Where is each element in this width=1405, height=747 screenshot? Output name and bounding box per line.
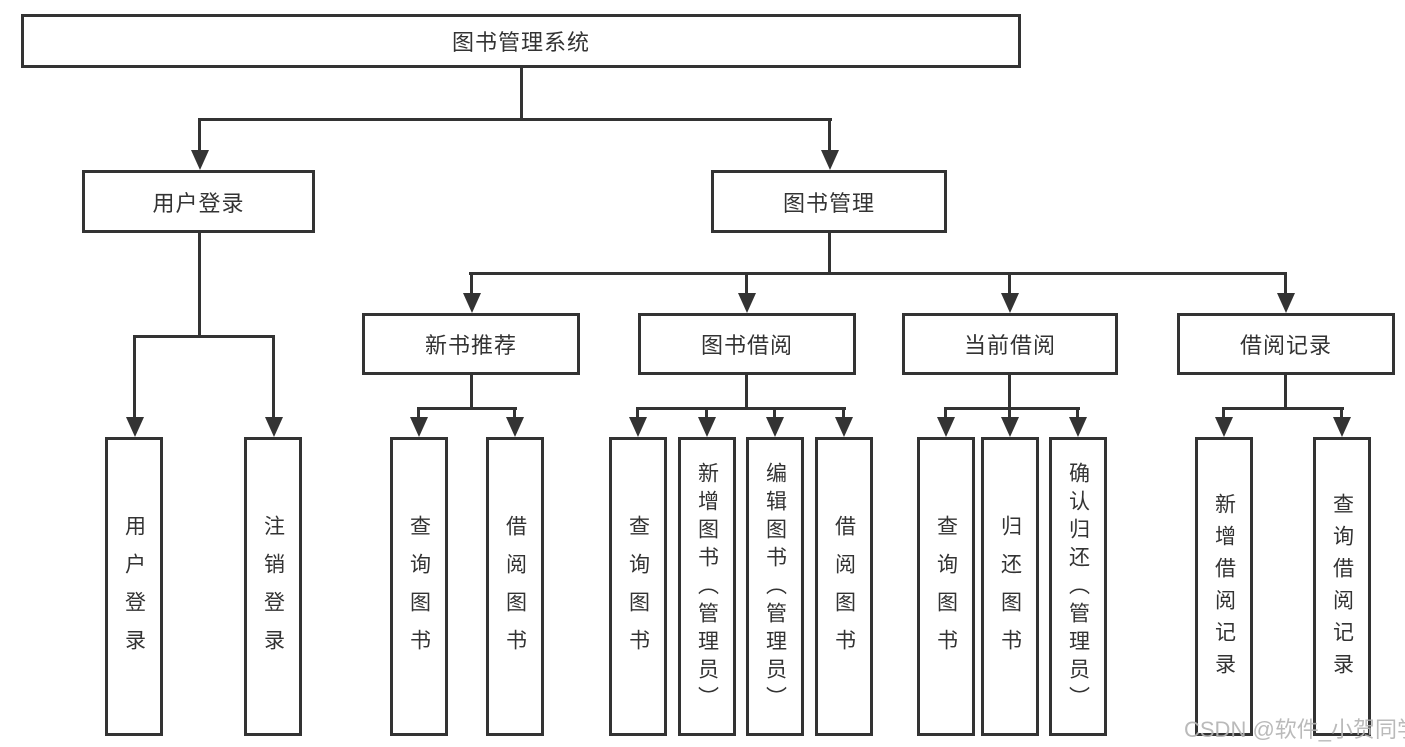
connector-line xyxy=(944,407,1080,410)
connector-line xyxy=(773,407,776,419)
connector-line xyxy=(745,272,748,295)
leaf-query-books: 查询图书 xyxy=(390,437,448,736)
leaf-user-login: 用户登录 xyxy=(105,437,163,736)
connector-line xyxy=(417,407,517,410)
node-library-management-system: 图书管理系统 xyxy=(21,14,1021,68)
arrow-down-icon xyxy=(835,417,853,437)
connector-line xyxy=(417,407,420,419)
connector-line xyxy=(705,407,708,419)
connector-line xyxy=(198,233,201,337)
connector-line xyxy=(513,407,516,419)
arrow-down-icon xyxy=(1001,417,1019,437)
connector-line xyxy=(1076,407,1079,419)
arrow-down-icon xyxy=(126,417,144,437)
connector-line xyxy=(469,272,1287,275)
connector-line xyxy=(272,335,275,419)
connector-line xyxy=(198,118,832,121)
arrow-down-icon xyxy=(698,417,716,437)
leaf-borrow-books: 借阅图书 xyxy=(486,437,544,736)
connector-line xyxy=(470,272,473,295)
arrow-down-icon xyxy=(410,417,428,437)
node-new-book-recommendation: 新书推荐 xyxy=(362,313,580,375)
arrow-down-icon xyxy=(738,293,756,313)
connector-line xyxy=(1340,407,1343,419)
arrow-down-icon xyxy=(1215,417,1233,437)
node-book-borrowing: 图书借阅 xyxy=(638,313,856,375)
arrow-down-icon xyxy=(1001,293,1019,313)
node-user-login-group: 用户登录 xyxy=(82,170,315,233)
connector-line xyxy=(1008,375,1011,409)
connector-line xyxy=(944,407,947,419)
arrow-down-icon xyxy=(629,417,647,437)
connector-line xyxy=(470,375,473,409)
arrow-down-icon xyxy=(1277,293,1295,313)
connector-line xyxy=(1008,407,1011,419)
arrow-down-icon xyxy=(506,417,524,437)
node-borrowing-records: 借阅记录 xyxy=(1177,313,1395,375)
connector-line xyxy=(745,375,748,409)
node-book-management: 图书管理 xyxy=(711,170,947,233)
leaf-edit-book-admin: 编辑图书（管理员） xyxy=(746,437,804,736)
leaf-return-books: 归还图书 xyxy=(981,437,1039,736)
arrow-down-icon xyxy=(937,417,955,437)
connector-line xyxy=(1284,272,1287,295)
connector-line xyxy=(520,68,523,120)
connector-line xyxy=(1222,407,1225,419)
connector-line xyxy=(636,407,639,419)
arrow-down-icon xyxy=(766,417,784,437)
leaf-query-borrow-record: 查询借阅记录 xyxy=(1313,437,1371,736)
connector-line xyxy=(133,335,136,419)
leaf-query-books-3: 查询图书 xyxy=(917,437,975,736)
connector-line xyxy=(1284,375,1287,409)
connector-line xyxy=(1222,407,1344,410)
leaf-borrow-books-2: 借阅图书 xyxy=(815,437,873,736)
arrow-down-icon xyxy=(1069,417,1087,437)
leaf-logout: 注销登录 xyxy=(244,437,302,736)
leaf-query-books-2: 查询图书 xyxy=(609,437,667,736)
connector-line xyxy=(636,407,846,410)
leaf-add-book-admin: 新增图书（管理员） xyxy=(678,437,736,736)
node-current-borrowing: 当前借阅 xyxy=(902,313,1118,375)
arrow-down-icon xyxy=(821,150,839,170)
connector-line xyxy=(828,118,831,152)
connector-line xyxy=(198,118,201,152)
connector-line xyxy=(828,233,831,274)
arrow-down-icon xyxy=(1333,417,1351,437)
connector-line xyxy=(133,335,275,338)
arrow-down-icon xyxy=(265,417,283,437)
connector-line xyxy=(842,407,845,419)
leaf-add-borrow-record: 新增借阅记录 xyxy=(1195,437,1253,736)
leaf-confirm-return-admin: 确认归还（管理员） xyxy=(1049,437,1107,736)
arrow-down-icon xyxy=(463,293,481,313)
connector-line xyxy=(1008,272,1011,295)
csdn-watermark: CSDN @软件_小贺同学 xyxy=(1184,717,1405,742)
arrow-down-icon xyxy=(191,150,209,170)
